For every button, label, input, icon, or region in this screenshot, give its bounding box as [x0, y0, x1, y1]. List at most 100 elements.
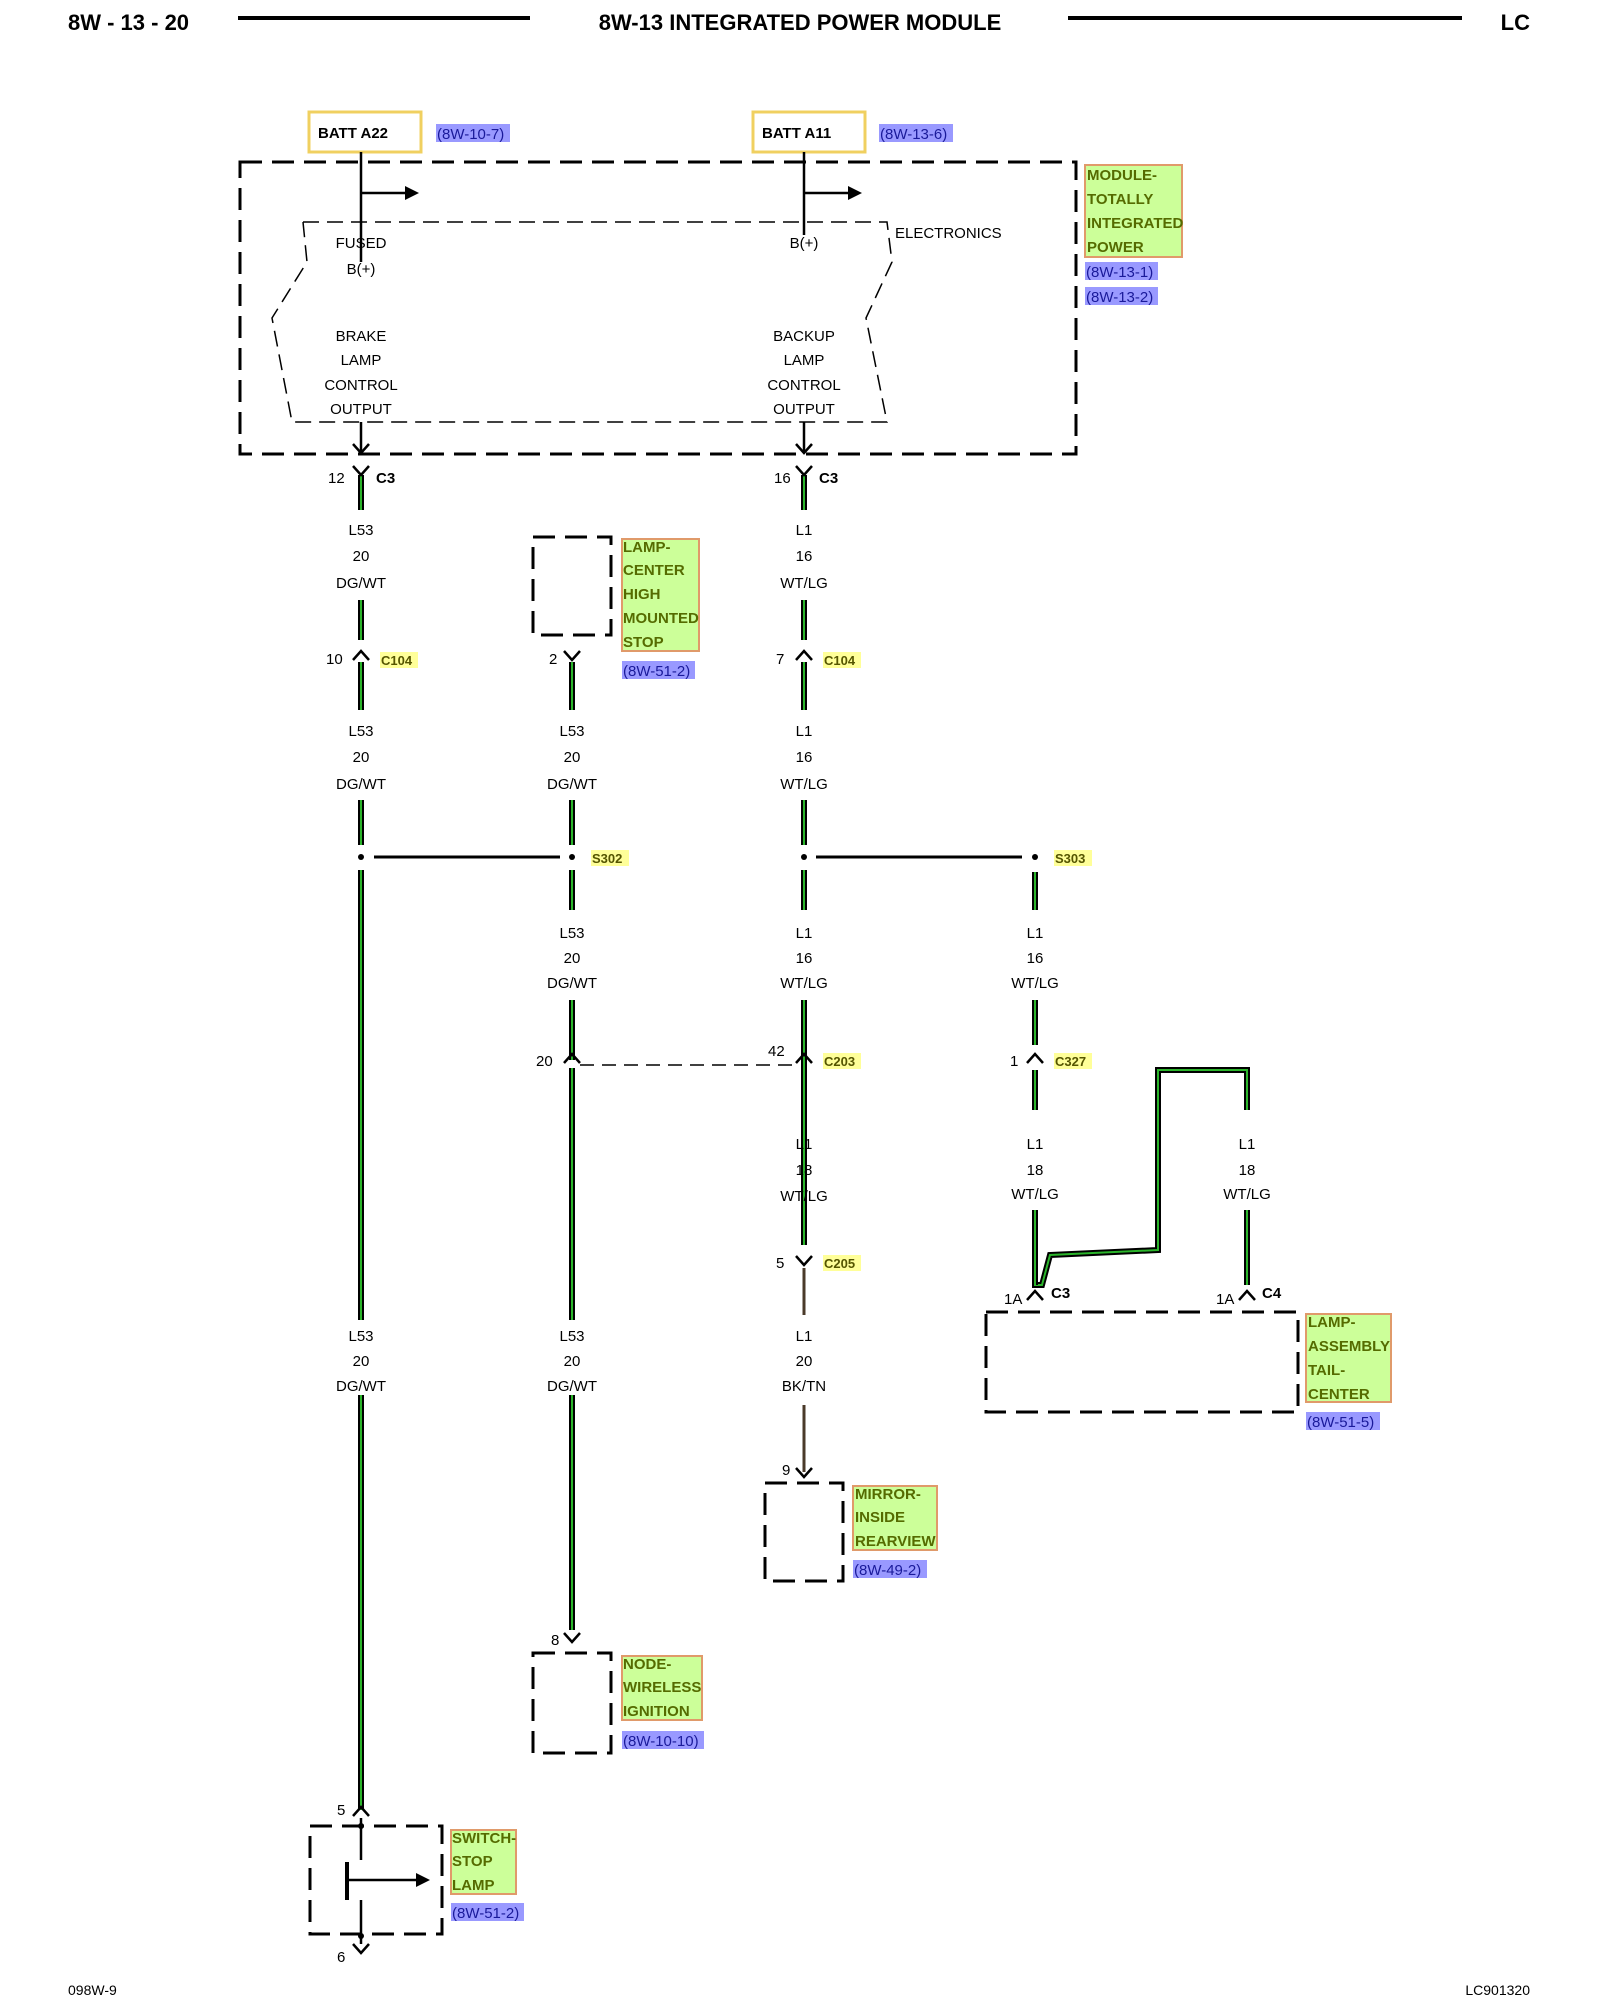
wire-label-g3: WT/LG [780, 575, 828, 592]
tail-c4-pin: 1A [1216, 1291, 1234, 1308]
mirror-name-1: MIRROR- [855, 1486, 921, 1503]
chmsl-pin: 2 [549, 651, 557, 668]
wire-label-l2: 16 [1027, 950, 1044, 967]
batt-a11-ref[interactable]: (8W-13-6) [880, 126, 947, 143]
wire-label-d3: DG/WT [547, 776, 597, 793]
wireless-chevron-icon [563, 1632, 581, 1644]
wire-label-j3: WT/LG [780, 1188, 828, 1205]
switch-arrow-icon [416, 1873, 430, 1887]
s302-node-left [358, 854, 364, 860]
wire-label-a2: 20 [353, 548, 370, 565]
wire-label-d1: L53 [559, 723, 584, 740]
switch-name-2: STOP [452, 1853, 493, 1870]
tail-name-3: TAIL- [1308, 1362, 1345, 1379]
batt-a22-ref[interactable]: (8W-10-7) [437, 126, 504, 143]
switch-bottom-dot [358, 1933, 364, 1939]
mirror-chevron-icon [795, 1467, 813, 1479]
switch-bottom-pin: 6 [337, 1949, 345, 1966]
switch-top-dot [358, 1823, 364, 1829]
wire-label-k2: 20 [796, 1353, 813, 1370]
module-ref-2[interactable]: (8W-13-2) [1086, 289, 1153, 306]
backup-output-arrow-icon [795, 443, 813, 455]
mirror-box [763, 1481, 845, 1583]
module-name-label[interactable]: MODULE- TOTALLY INTEGRATED POWER (8W-13-… [1084, 164, 1184, 306]
c203-left-chevron-icon [563, 1052, 581, 1064]
s302-bg [591, 850, 629, 866]
s303-node-left [801, 854, 807, 860]
module-tipm: FUSED B(+) B(+) ELECTRONICS BRAKE LAMP C… [238, 152, 1078, 456]
module-name-3: INTEGRATED [1087, 215, 1184, 232]
c104-left-name[interactable]: C104 [381, 653, 413, 668]
batt-a11-label: BATT A11 [762, 125, 831, 142]
wire-label-f1: L53 [559, 1328, 584, 1345]
s302-name[interactable]: S302 [592, 851, 622, 866]
wire-label-m1: L1 [1027, 1136, 1044, 1153]
fused-label-2: B(+) [347, 261, 376, 278]
wire-label-e3: DG/WT [547, 975, 597, 992]
wire-label-g2: 16 [796, 548, 813, 565]
batt-a11-box [751, 110, 867, 154]
chmsl-name-2: CENTER [623, 562, 685, 579]
brake-output-4: OUTPUT [330, 401, 392, 418]
c327-name[interactable]: C327 [1055, 1054, 1086, 1069]
tail-name-2: ASSEMBLY [1308, 1338, 1390, 1355]
chmsl-name-4: MOUNTED [623, 610, 699, 627]
wire-label-n3: WT/LG [1223, 1186, 1271, 1203]
wire-label-b3: DG/WT [336, 776, 386, 793]
tail-lamp-box [984, 1310, 1300, 1414]
wireless-ref[interactable]: (8W-10-10) [623, 1733, 699, 1750]
tail-c3-pin: 1A [1004, 1291, 1022, 1308]
c104-left-bg [380, 652, 418, 668]
module-outline [238, 160, 1078, 456]
switch-top-pin: 5 [337, 1802, 345, 1819]
batt-a22-box [307, 110, 423, 154]
wire-label-n1: L1 [1239, 1136, 1256, 1153]
tail-c4-name: C4 [1262, 1285, 1282, 1302]
tail-c3-name: C3 [1051, 1285, 1070, 1302]
wire-labels: L53 20 DG/WT L53 20 DG/WT L53 20 DG/WT L… [336, 522, 1271, 1395]
component-mirror[interactable]: MIRROR- INSIDE REARVIEW (8W-49-2) [763, 1481, 938, 1583]
wire-label-c2: 20 [353, 1353, 370, 1370]
chmsl-ref-bg [622, 661, 695, 679]
mirror-ref-bg [853, 1560, 927, 1578]
backup-output-2: LAMP [784, 352, 825, 369]
c3-brake-pin: 12 [328, 470, 345, 487]
c3-brake-name: C3 [376, 470, 395, 487]
component-wireless-ignition[interactable]: NODE- WIRELESS IGNITION (8W-10-10) [531, 1651, 704, 1755]
component-chmsl[interactable]: LAMP- CENTER HIGH MOUNTED STOP (8W-51-2) [531, 535, 700, 680]
wire-label-j2: 18 [796, 1162, 813, 1179]
tail-ref[interactable]: (8W-51-5) [1307, 1414, 1374, 1431]
s303-name[interactable]: S303 [1055, 851, 1085, 866]
module-ref-1[interactable]: (8W-13-1) [1086, 264, 1153, 281]
mirror-ref[interactable]: (8W-49-2) [854, 1562, 921, 1579]
c205-name[interactable]: C205 [824, 1256, 855, 1271]
component-stop-lamp-switch[interactable]: SWITCH- STOP LAMP (8W-51-2) [308, 1818, 524, 1944]
wire-label-c3: DG/WT [336, 1378, 386, 1395]
mirror-label-bg [852, 1485, 938, 1551]
tail-ref-bg [1306, 1412, 1380, 1430]
s303-bg [1054, 850, 1092, 866]
c205-pin: 5 [776, 1255, 784, 1272]
c104-right-chevron-icon [795, 649, 813, 661]
wire-label-e1: L53 [559, 925, 584, 942]
batt-a11-source[interactable]: BATT A11 (8W-13-6) [751, 110, 953, 154]
tail-c3-chevron-icon [1026, 1289, 1044, 1301]
wireless-ref-bg [622, 1731, 704, 1749]
page-footer: 098W-9 LC901320 [68, 1982, 1530, 1998]
c3-backup-chevron-icon [795, 465, 813, 477]
batt-a22-source[interactable]: BATT A22 (8W-10-7) [307, 110, 510, 154]
page-header: 8W - 13 - 20 8W-13 INTEGRATED POWER MODU… [68, 10, 1530, 35]
c3-backup-pin: 16 [774, 470, 791, 487]
wire-label-b1: L53 [348, 723, 373, 740]
c203-name[interactable]: C203 [824, 1054, 855, 1069]
wire-label-f3: DG/WT [547, 1378, 597, 1395]
component-tail-lamp[interactable]: LAMP- ASSEMBLY TAIL- CENTER (8W-51-5) [984, 1310, 1392, 1431]
c104-right-name[interactable]: C104 [824, 653, 856, 668]
wire-label-b2: 20 [353, 749, 370, 766]
chmsl-ref[interactable]: (8W-51-2) [623, 663, 690, 680]
c327-pin: 1 [1010, 1053, 1018, 1070]
wireless-label-bg [621, 1655, 703, 1721]
wireless-name-2: WIRELESS [623, 1679, 701, 1696]
switch-ref[interactable]: (8W-51-2) [452, 1905, 519, 1922]
c104-right-bg [823, 652, 861, 668]
